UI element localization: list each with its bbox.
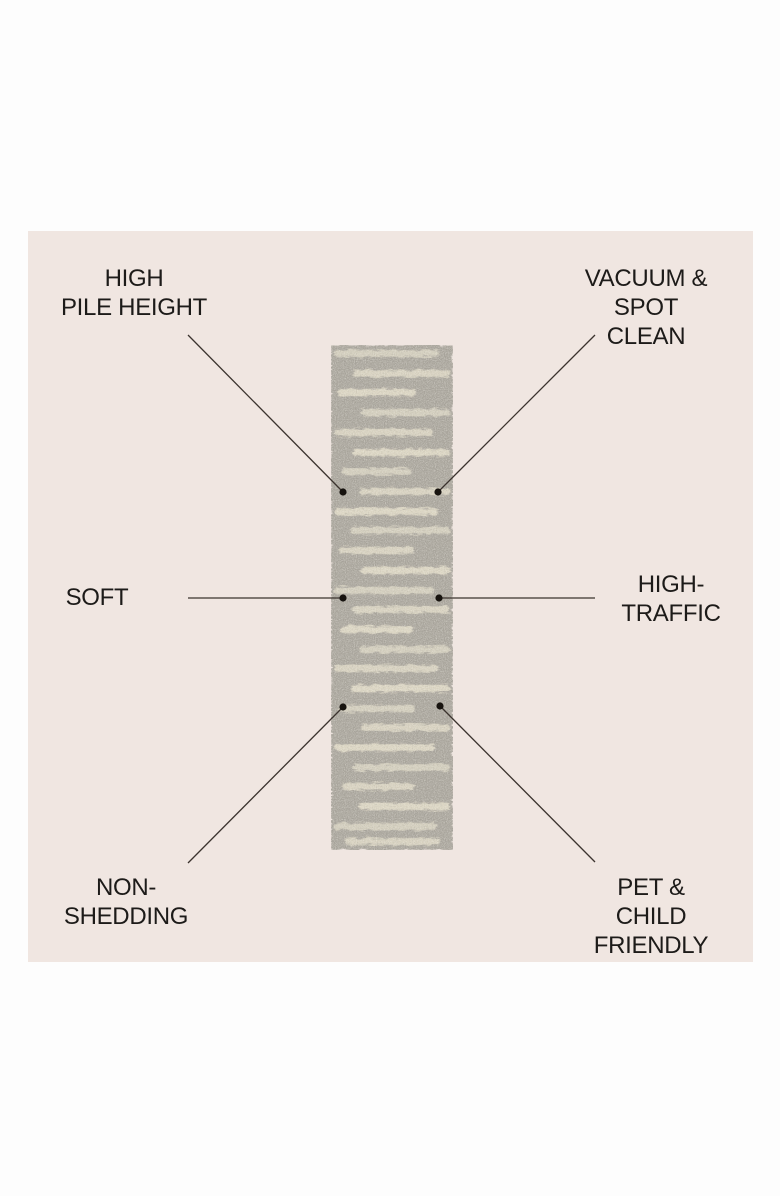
callout-label-vacuum-spot-clean: VACUUM & SPOT CLEAN [584,265,708,350]
callout-label-high-pile-height: HIGH PILE HEIGHT [60,265,208,321]
callout-label-soft: SOFT [65,584,129,611]
callout-label-pet-child-friendly: PET & CHILD FRIENDLY [593,874,709,959]
rug-image [331,345,453,850]
callout-label-high-traffic: HIGH- TRAFFIC [621,571,721,627]
rug-texture-dark-flecks [331,345,453,850]
callout-label-non-shedding: NON- SHEDDING [63,874,189,930]
